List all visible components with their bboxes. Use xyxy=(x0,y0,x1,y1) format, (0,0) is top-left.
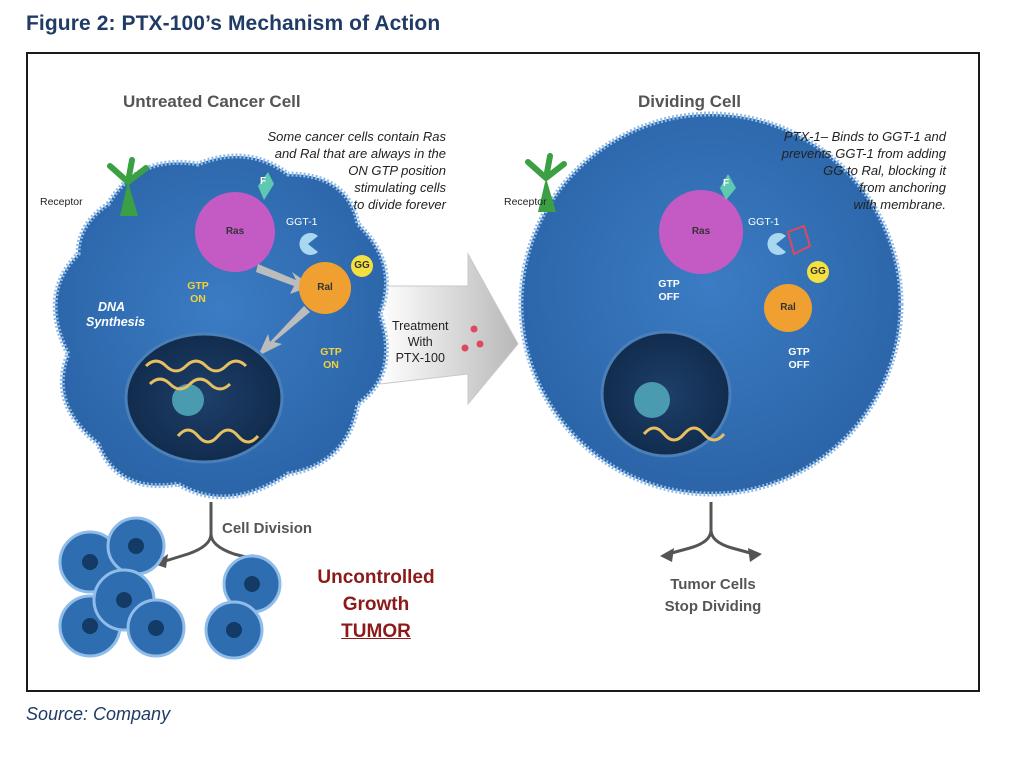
untreated-heading: Untreated Cancer Cell xyxy=(123,92,301,111)
gtp-state: ON xyxy=(190,293,206,305)
gtp-label: GTP xyxy=(187,280,209,292)
treatment-label: Treatment With PTX-100 xyxy=(392,318,449,366)
ras-label: Ras xyxy=(225,226,245,237)
receptor-icon xyxy=(525,153,567,212)
tumor-text: TUMOR xyxy=(341,621,411,642)
gtp-state: ON xyxy=(323,359,339,371)
treatment-line: With xyxy=(407,335,433,349)
dividing-note: PTX-1– Binds to GGT-1 and prevents GGT-1… xyxy=(728,128,946,213)
division-arrowhead xyxy=(748,548,762,562)
ggt-label: GGT-1 xyxy=(286,216,318,228)
gtp-label: GTP xyxy=(320,346,342,358)
treatment-line: PTX-100 xyxy=(395,351,445,365)
dna-line: Synthesis xyxy=(86,315,146,329)
nucleolus xyxy=(172,384,204,416)
nucleolus xyxy=(634,382,670,418)
gg-group xyxy=(351,255,373,277)
source-note: Source: Company xyxy=(26,704,171,724)
note-line: GG to Ral, blocking it xyxy=(823,163,946,178)
cell-division-label: Cell Division xyxy=(222,520,313,537)
gtp-ral-state: GTP ON xyxy=(316,346,346,372)
dna-strand xyxy=(148,377,232,391)
division-arrow xyxy=(667,502,755,556)
division-arrowhead xyxy=(660,548,674,562)
receptor-icon xyxy=(107,157,149,216)
tumor-word: TUMOR xyxy=(296,618,456,645)
ggt-enzyme xyxy=(299,233,318,255)
note-line: PTX-1– Binds to GGT-1 and xyxy=(783,129,946,144)
receptor-label: Receptor xyxy=(40,196,83,208)
f-label: F xyxy=(260,176,267,187)
diagram-canvas xyxy=(52,111,904,660)
f-anchor xyxy=(720,174,736,200)
gtp-ras-state: GTP OFF xyxy=(654,278,684,304)
nucleus xyxy=(124,332,284,464)
dna-line: DNA xyxy=(98,300,126,314)
ral-protein xyxy=(299,262,351,314)
gtp-ral-state: GTP OFF xyxy=(784,346,814,372)
note-line: to divide forever xyxy=(353,197,447,212)
note-line: with membrane. xyxy=(853,197,946,212)
figure-title: Figure 2: PTX-100’s Mechanism of Action xyxy=(26,12,441,35)
activation-arrow xyxy=(256,264,312,294)
gtp-label: GTP xyxy=(788,346,810,358)
ras-protein xyxy=(195,192,275,272)
drug-molecule xyxy=(461,344,469,352)
drug-molecule xyxy=(476,340,484,348)
note-line: prevents GGT-1 from adding xyxy=(781,146,946,161)
drug-molecule xyxy=(470,325,478,333)
note-line: ON GTP position xyxy=(348,163,446,178)
dividing-heading: Dividing Cell xyxy=(638,92,741,111)
note-line: stimulating cells xyxy=(354,180,446,195)
dna-strand xyxy=(144,359,248,373)
treatment-line: Treatment xyxy=(392,319,449,333)
outcome-line: Uncontrolled xyxy=(317,567,435,588)
gg-label: GG xyxy=(810,266,826,277)
f-label: F xyxy=(723,178,730,189)
treatment-arrow xyxy=(379,252,519,406)
gtp-state: OFF xyxy=(658,291,680,303)
ras-protein xyxy=(659,190,743,274)
ral-label: Ral xyxy=(317,282,333,293)
outcome-line: Stop Dividing xyxy=(664,598,762,615)
note-line: from anchoring xyxy=(859,180,946,195)
ral-label: Ral xyxy=(780,302,796,313)
tumor-stop-label: Tumor Cells Stop Dividing xyxy=(638,574,788,618)
dna-strand xyxy=(176,428,260,444)
untreated-note: Some cancer cells contain Ras and Ral th… xyxy=(246,128,446,213)
dna-strand xyxy=(642,426,726,442)
ggt-enzyme xyxy=(767,233,786,256)
outcome-line: Growth xyxy=(342,594,410,615)
diagram-frame: Untreated Cancer Cell Some cancer cells … xyxy=(26,52,980,692)
uncontrolled-growth-label: Uncontrolled Growth TUMOR xyxy=(296,564,456,645)
tumor-cell-cluster xyxy=(58,516,282,660)
gtp-ras-state: GTP ON xyxy=(183,280,213,306)
ggt-label: GGT-1 xyxy=(748,216,780,228)
division-arrow xyxy=(161,502,259,564)
dna-synthesis-label: DNA Synthesis xyxy=(86,300,145,330)
receptor-label: Receptor xyxy=(504,196,547,208)
gg-group xyxy=(807,261,829,283)
gtp-label: GTP xyxy=(658,278,680,290)
outcome-line: Tumor Cells xyxy=(670,576,756,593)
gg-label: GG xyxy=(354,260,370,271)
f-anchor xyxy=(258,172,274,200)
ral-protein xyxy=(764,284,812,332)
note-line: and Ral that are always in the xyxy=(274,146,446,161)
ras-label: Ras xyxy=(691,226,711,237)
note-line: Some cancer cells contain Ras xyxy=(267,129,446,144)
signal-arrow xyxy=(258,306,310,356)
ptx-inhibitor xyxy=(786,224,812,256)
gtp-state: OFF xyxy=(788,359,810,371)
